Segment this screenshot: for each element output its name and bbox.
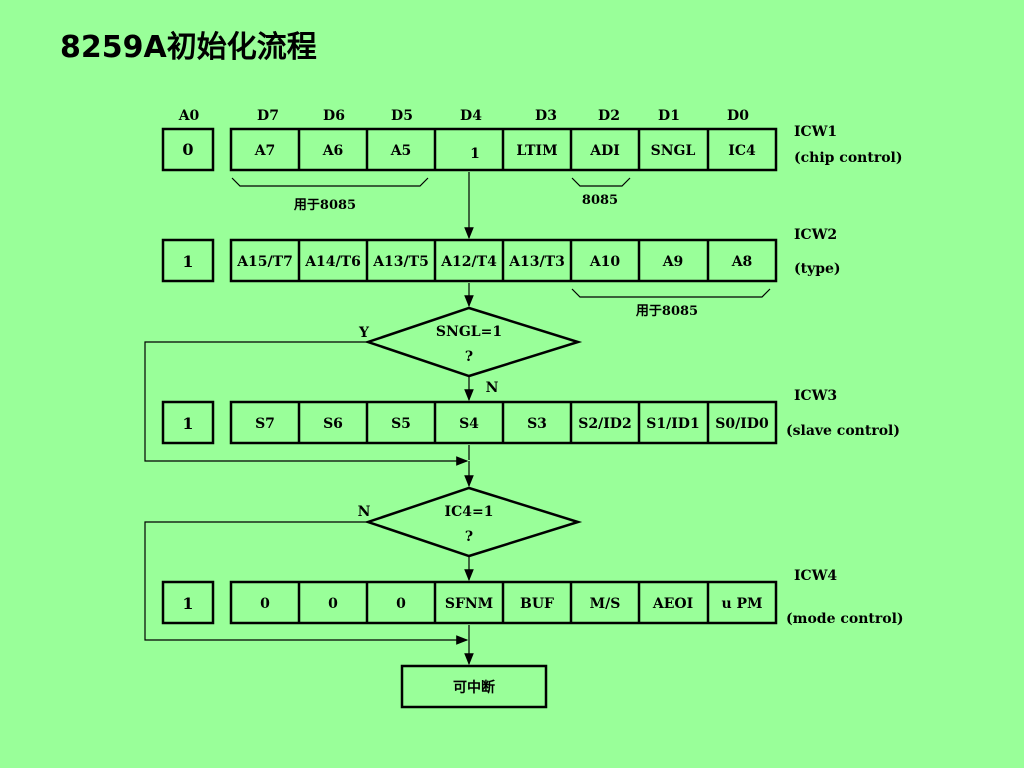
no-label: N [358,504,371,520]
bit-d4: A12/T4 [440,254,497,270]
bit-d1: AEOI [652,596,693,612]
register-description: (slave control) [786,423,900,439]
brace-a10-a8 [571,288,771,298]
yes-label: Y [358,325,370,341]
bit-d7: A7 [254,143,276,159]
bit-d5: S5 [391,416,411,432]
decision-ic4: IC4=1 ? N [358,486,583,558]
bit-d1: SNGL [651,143,696,159]
bit-column-headers: A0 D7 D6 D5 D4 D3 D2 D1 D0 [178,108,750,124]
bit-d5: A5 [390,143,412,159]
note-icw2-a10-a8: 用于8085 [635,304,698,319]
bit-d6: A14/T6 [304,254,361,270]
register-icw3: 1 S7 S6 S5 S4 S3 S2/ID2 S1/ID1 S0/ID0 IC… [161,388,900,445]
bit-d1: S1/ID1 [646,416,699,432]
brace-adi [571,177,631,187]
a0-value: 1 [182,594,193,613]
page-title: 8259A初始化流程 [60,30,317,65]
decision-mark: ? [465,349,473,365]
bit-d4: S4 [459,416,479,432]
end-box-frame [400,664,548,709]
col-header-d5: D5 [391,108,413,124]
bit-d7: A15/T7 [236,254,293,270]
bit-d7: S7 [255,416,275,432]
register-icw1: 0 A7 A6 A5 1 LTIM ADI SNGL IC4 ICW1 (chi… [161,124,902,172]
bit-d2: ADI [589,143,620,159]
col-header-d7: D7 [257,108,279,124]
bit-d2: A10 [589,254,621,270]
end-box: 可中断 [400,664,548,709]
col-header-d2: D2 [598,108,620,124]
bit-d3: A13/T3 [508,254,565,270]
col-header-d0: D0 [727,108,749,124]
a0-box [161,127,215,172]
bit-d0: u PM [721,596,762,612]
register-description: (type) [794,261,841,277]
bit-d5: 0 [396,596,406,612]
bit-d3: LTIM [516,143,557,159]
bit-d6: A6 [322,143,344,159]
bit-d7: 0 [260,596,270,612]
register-description: (mode control) [786,611,904,627]
bit-d0: IC4 [728,143,756,159]
brace-a7-a5 [231,177,429,187]
a0-value: 1 [182,414,193,433]
register-name: ICW2 [794,227,837,243]
bit-d4: SFNM [445,596,493,612]
bit-d6: 0 [328,596,338,612]
flow-connectors [144,172,474,666]
bit-d4: 1 [470,146,480,162]
a0-box [161,580,215,625]
decision-question: IC4=1 [445,504,494,520]
a0-value: 0 [182,140,193,159]
bit-d1: A9 [662,254,684,270]
arrow-sngl-yes-bypass [144,341,469,466]
col-header-d4: D4 [460,108,482,124]
bit-d0: A8 [731,254,753,270]
register-name: ICW3 [794,388,837,404]
register-icw4: 1 0 0 0 SFNM BUF M/S AEOI u PM ICW4 (mod… [161,568,904,627]
bit-d0: S0/ID0 [715,416,769,432]
register-description: (chip control) [794,150,902,166]
col-header-d1: D1 [658,108,680,124]
bit-d2: S2/ID2 [578,416,631,432]
register-icw2: 1 A15/T7 A14/T6 A13/T5 A12/T4 A13/T3 A10… [161,227,841,283]
a0-box [161,238,215,283]
bit-d3: S3 [527,416,547,432]
no-label: N [486,380,499,396]
bit-d2: M/S [590,596,621,612]
decision-mark: ? [465,529,473,545]
decision-diamond [364,486,583,558]
col-header-d6: D6 [323,108,345,124]
note-icw1-adi: 8085 [582,193,618,208]
decision-question: SNGL=1 [436,324,502,340]
col-header-d3: D3 [535,108,557,124]
decision-sngl: SNGL=1 ? Y N [358,306,583,396]
register-name: ICW4 [794,568,837,584]
bit-d3: BUF [520,596,554,612]
decision-diamond [364,306,583,378]
register-name: ICW1 [794,124,837,140]
arrow-ic4-no-bypass [144,521,469,645]
col-header-a0: A0 [178,108,200,124]
a0-value: 1 [182,252,193,271]
bit-d6: S6 [323,416,343,432]
bit-d5: A13/T5 [372,254,429,270]
note-icw1-a7-a5: 用于8085 [293,198,356,213]
end-box-label: 可中断 [453,679,495,696]
a0-box [161,400,215,445]
